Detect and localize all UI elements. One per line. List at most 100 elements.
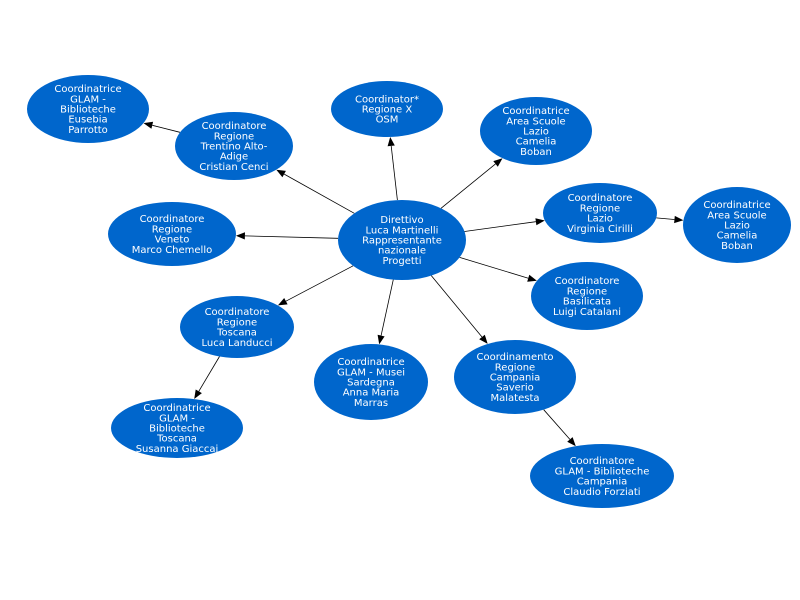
node-label-line: Boban: [520, 147, 552, 158]
node-ellipse: [175, 112, 293, 180]
node-label-line: Susanna Giaccai: [136, 444, 219, 455]
node-label-line: OSM: [376, 115, 399, 126]
node-label-line: Biblioteche: [149, 424, 205, 435]
edge-line: [430, 275, 483, 338]
edge-line: [284, 173, 355, 214]
edge-line: [459, 257, 529, 279]
node-ellipse: [314, 344, 428, 420]
arrow-head: [194, 389, 202, 399]
node-label-line: Coordinamento: [476, 352, 553, 363]
node-label-line: Sardegna: [347, 378, 395, 389]
edge-line: [464, 221, 536, 232]
edge-line: [380, 279, 394, 336]
node-label-line: Luigi Catalani: [553, 307, 621, 318]
node-ellipse: [531, 262, 643, 330]
node-label-line: Adige: [220, 152, 248, 163]
node-label-line: Coordinatore: [202, 121, 267, 132]
edge-line: [543, 409, 571, 440]
node-ellipse: [480, 97, 592, 165]
node-label-line: Malatesta: [491, 393, 540, 404]
node-ellipse: [454, 340, 576, 414]
arrow-head: [479, 334, 488, 344]
node-label-line: Lazio: [523, 127, 549, 138]
node-label-line: Claudio Forziati: [563, 487, 640, 498]
node-label-line: Campania: [577, 477, 628, 488]
node-label-line: Area Scuole: [707, 210, 766, 221]
node-label-line: Campania: [490, 373, 541, 384]
node-label-line: Marras: [354, 398, 388, 409]
node-label-line: Regione: [567, 286, 607, 297]
node-label-line: Regione: [214, 131, 254, 142]
arrow-head: [377, 334, 385, 345]
node-label-line: Camelia: [717, 231, 758, 242]
arrow-head: [535, 218, 545, 226]
node-campania-regione: CoordinamentoRegioneCampaniaSaverioMalat…: [454, 340, 576, 414]
node-label-line: Direttivo: [380, 215, 423, 226]
node-label-line: Coordinatore: [140, 214, 205, 225]
node-label-line: Boban: [721, 241, 753, 252]
node-label-line: Regione: [495, 362, 535, 373]
node-label-line: Toscana: [216, 328, 257, 339]
arrow-head: [143, 121, 154, 129]
node-label-line: Lazio: [587, 214, 613, 225]
node-label-line: Basilicata: [563, 297, 611, 308]
node-label-line: GLAM - Biblioteche: [555, 466, 650, 477]
node-label-line: Marco Chemello: [132, 245, 212, 256]
node-label-line: Biblioteche: [60, 105, 116, 116]
node-label-line: Camelia: [516, 137, 557, 148]
arrow-head: [277, 298, 288, 306]
node-label-line: Rappresentante: [362, 236, 442, 247]
arrow-head: [674, 215, 684, 224]
node-ellipse: [530, 444, 674, 508]
node-label-line: Coordinator*: [355, 94, 419, 105]
node-label-line: Toscana: [156, 434, 197, 445]
node-ellipse: [108, 202, 236, 266]
node-label-line: Cristian Cenci: [199, 162, 268, 173]
node-ellipse: [543, 183, 657, 243]
node-label-line: Parrotto: [68, 125, 108, 136]
node-label-line: Coordinatore: [568, 193, 633, 204]
arrow-head: [276, 169, 286, 178]
node-label-line: Regione X: [362, 105, 413, 116]
node-label-line: Coordinatrice: [337, 357, 404, 368]
node-label-line: Eusebia: [68, 115, 107, 126]
node-label-line: GLAM - Musei: [337, 367, 405, 378]
node-ellipse: [331, 81, 443, 137]
arrow-head: [527, 274, 537, 282]
node-ellipse: [180, 296, 294, 358]
node-label-line: Coordinatrice: [502, 106, 569, 117]
node-label-line: Coordinatore: [570, 456, 635, 467]
edge-line: [390, 145, 398, 201]
node-label-line: Regione: [152, 224, 192, 235]
node-label-line: Saverio: [496, 383, 534, 394]
node-label-line: Virginia Cirilli: [567, 224, 633, 235]
node-ellipse: [111, 398, 243, 458]
arrow-head: [387, 137, 395, 147]
arrow-head: [567, 437, 576, 447]
edge-line: [198, 356, 220, 392]
node-label-line: Anna Maria: [343, 388, 400, 399]
node-label-line: Trentino Alto-: [200, 142, 268, 153]
node-label-line: Coordinatrice: [54, 84, 121, 95]
node-label-line: GLAM -: [159, 413, 195, 424]
node-label-line: Regione: [580, 203, 620, 214]
node-label-line: GLAM -: [70, 94, 106, 105]
node-label-line: Progetti: [383, 256, 422, 267]
arrow-head: [493, 158, 503, 167]
arrow-head: [235, 232, 245, 240]
node-ellipse: [27, 75, 149, 143]
edge-line: [244, 235, 339, 239]
edges-layer: [143, 121, 684, 447]
